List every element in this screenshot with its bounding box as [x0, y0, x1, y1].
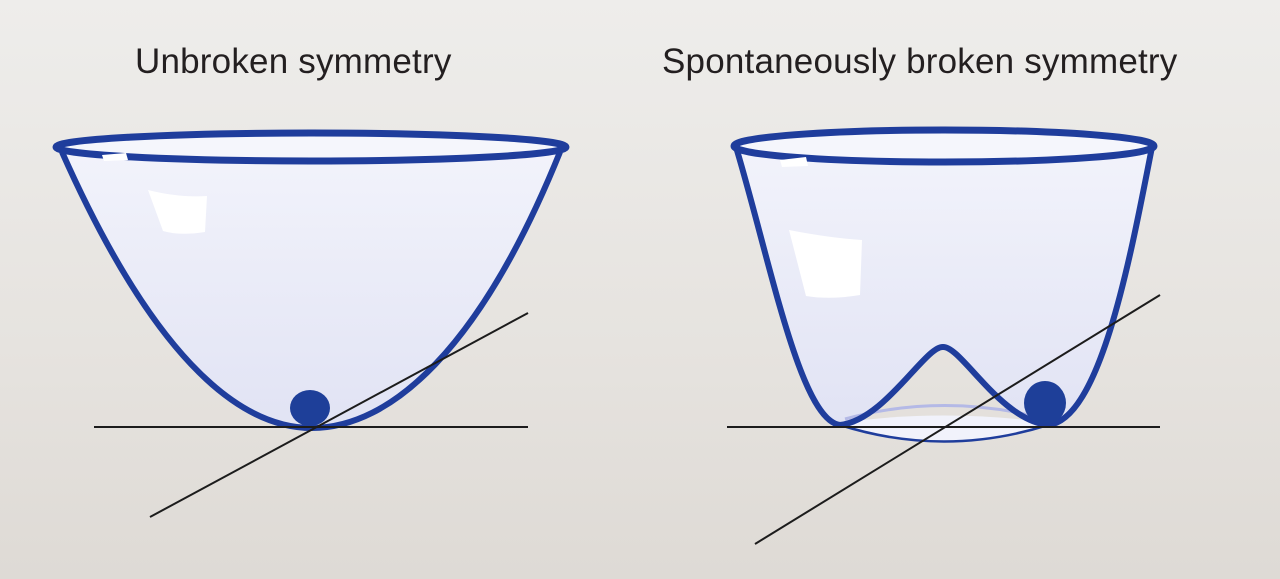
title-unbroken-symmetry: Unbroken symmetry [135, 42, 452, 81]
diagonal-axis-line [149, 312, 529, 518]
unbroken-symmetry-panel [52, 129, 570, 518]
glass-reflection [148, 190, 207, 234]
diagonal-axis-line-right [754, 294, 1161, 545]
parabola-bowl-rim [52, 129, 570, 165]
title-broken-symmetry: Spontaneously broken symmetry [662, 42, 1178, 81]
double-well-bowl-rim [730, 126, 1158, 166]
broken-symmetry-panel [727, 126, 1161, 545]
double-well-bowl-body [736, 147, 1152, 425]
bottom-ellipse-front-edge [839, 423, 1049, 443]
glass-reflection-right [789, 230, 862, 298]
ball-at-minimum [290, 390, 330, 426]
bottom-ellipse-shadow [838, 415, 1050, 443]
rim-glint [102, 153, 128, 161]
double-well-outline [733, 146, 1155, 428]
rim-glint-right [780, 157, 808, 167]
ball-in-broken-minimum [1024, 381, 1066, 425]
